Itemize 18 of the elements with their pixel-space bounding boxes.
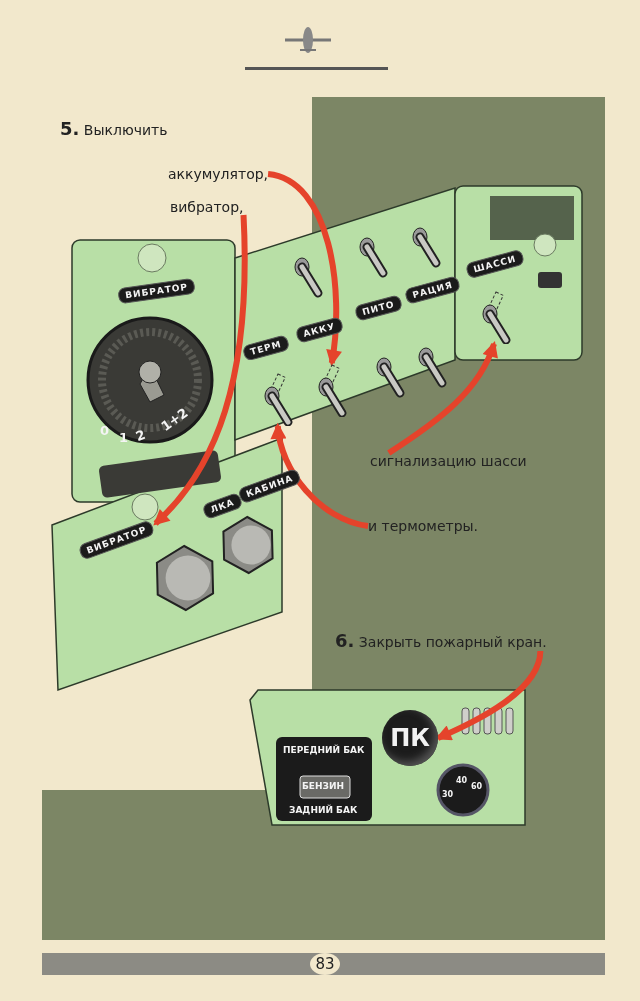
callout-text: аккумулятор, [168,166,269,182]
dial-number: 2 [133,426,148,445]
pointer-arrow [387,341,498,456]
pointer-arrow [153,214,248,526]
tank-label: БЕНЗИН [302,781,344,791]
dial-number: 1 [119,430,129,445]
gauge-number: 40 [456,776,468,785]
pointer-arrow [267,171,342,367]
instruction-text: 6. Закрыть пожарный кран. [335,630,547,651]
gauge-number: 60 [471,782,483,791]
dial-number: 0 [100,423,110,438]
callout-text: вибратор, [170,199,244,215]
callout-text: и термометры. [368,518,479,534]
tank-label: ЗАДНИЙ БАК [289,805,358,815]
callout-text: сигнализацию шасси [370,453,527,469]
gauge-number: 30 [442,790,454,799]
pointer-arrow [271,422,369,529]
step-heading: 5. Выключить [60,118,168,139]
